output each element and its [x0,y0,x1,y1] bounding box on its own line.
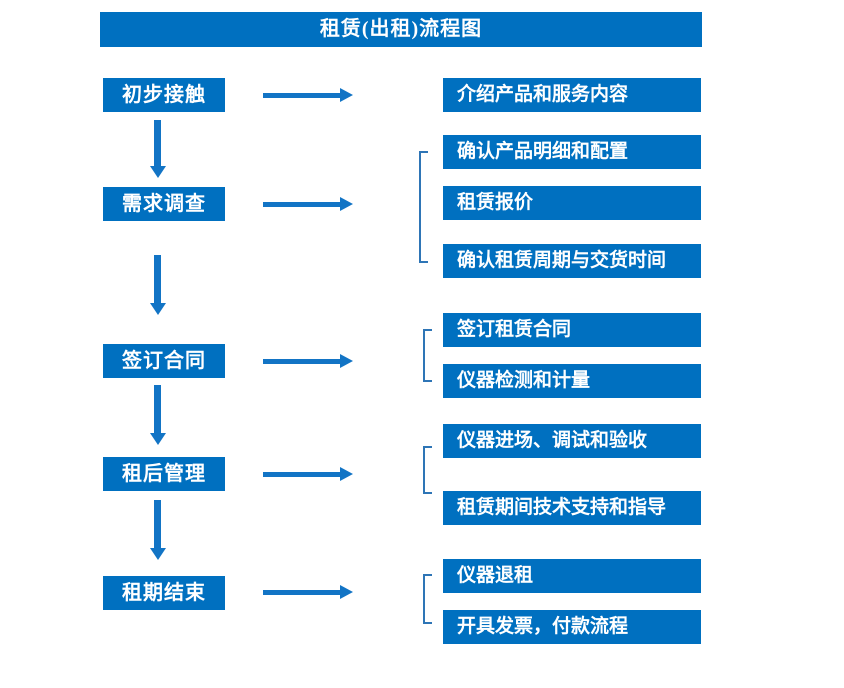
down-arrow-icon [150,255,166,315]
detail-box: 确认租赁周期与交货时间 [443,244,701,278]
step-box-demand-survey: 需求调查 [103,187,225,221]
flowchart-title: 租赁(出租)流程图 [100,12,702,47]
step-box-post-rental: 租后管理 [103,457,225,491]
right-arrow-icon [263,88,353,103]
detail-box: 租赁期间技术支持和指导 [443,491,701,525]
detail-box: 介绍产品和服务内容 [443,78,701,112]
bracket-connector [423,574,432,624]
down-arrow-icon [150,120,166,178]
right-arrow-icon [263,585,353,600]
bracket-connector [419,151,428,263]
down-arrow-icon [150,385,166,445]
detail-box: 租赁报价 [443,186,701,220]
step-box-sign-contract: 签订合同 [103,344,225,378]
detail-box: 仪器检测和计量 [443,364,701,398]
down-arrow-icon [150,500,166,560]
right-arrow-icon [263,197,353,212]
step-box-lease-end: 租期结束 [103,576,225,610]
bracket-connector [423,446,432,494]
step-box-initial-contact: 初步接触 [103,78,225,112]
right-arrow-icon [263,467,353,482]
bracket-connector [423,329,432,382]
detail-box: 签订租赁合同 [443,313,701,347]
detail-box: 确认产品明细和配置 [443,135,701,169]
detail-box: 仪器进场、调试和验收 [443,424,701,458]
right-arrow-icon [263,354,353,369]
detail-box: 开具发票，付款流程 [443,610,701,644]
detail-box: 仪器退租 [443,559,701,593]
